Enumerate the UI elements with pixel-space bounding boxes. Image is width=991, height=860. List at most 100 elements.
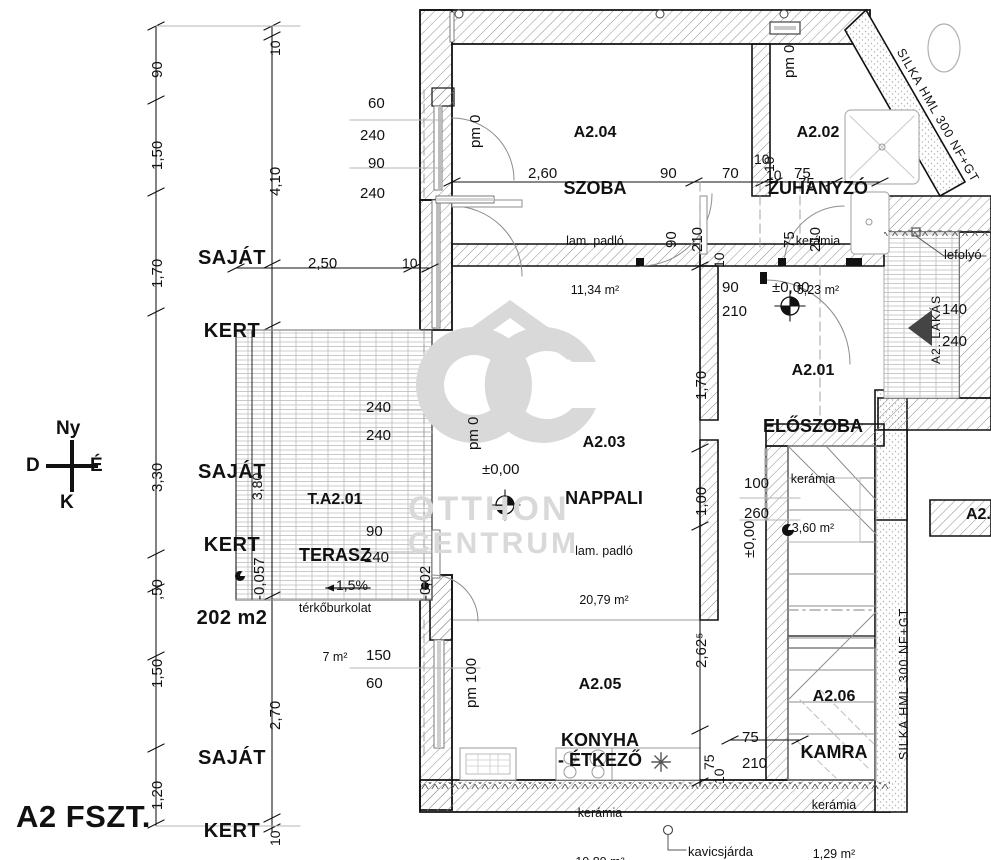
window-tag-pm100-kitchen: pm 100 <box>463 657 480 708</box>
dim-terrace-gap-10: 10 <box>402 255 418 271</box>
garden-line-1: SAJÁT <box>197 246 267 269</box>
room-finish: kerámia <box>790 471 836 486</box>
opening-label-240b: 240 <box>360 185 386 202</box>
room-label-a206: A2.06 KAMRA kerámia 1,29 m² (2,00 m²) <box>792 652 876 860</box>
room-code: A2.06 <box>812 687 856 705</box>
annotation-silka-vertical: SILKA HML 300 NF+GT <box>897 607 911 760</box>
door-tag-h-210c: 210 <box>722 303 748 320</box>
opening-label-260-right: 260 <box>744 505 770 522</box>
room-code: A2.04 <box>573 123 617 141</box>
dim-left-150b: 1,50 <box>149 658 166 688</box>
garden-line-2: KERT <box>203 319 261 342</box>
room-finish: térkőburkolat <box>298 600 372 615</box>
dim-top-90: 90 <box>660 165 677 182</box>
level-mark-living: ±0,00 <box>482 461 520 478</box>
sheet-title: A2 FSZT. <box>16 799 151 834</box>
entry-door-note: A2. LAKÁS <box>929 294 943 364</box>
room-label-a204: A2.04 SZOBA lam. padló 11,34 m² <box>540 88 650 333</box>
dim-inner-10-bottom: 10 <box>267 830 283 846</box>
garden-line-2: KERT <box>203 533 261 556</box>
dim-right-100: 1,00 <box>693 486 710 516</box>
room-name: KAMRA <box>800 741 868 762</box>
room-name: NAPPALI <box>565 487 643 508</box>
opening-label-90a: 90 <box>368 155 385 172</box>
window-tag-pm0-szoba: pm 0 <box>467 114 484 148</box>
dim-top-70: 70 <box>722 165 739 182</box>
room-label-a203: A2.03 NAPPALI lam. padló 20,79 m² <box>548 398 660 643</box>
dim-right-262: 2,62⁵ <box>693 632 710 668</box>
dim-terrace-380: 3,80 <box>249 472 265 500</box>
door-tag-w-75a: 75 <box>781 231 798 248</box>
annotation-kavicsjarda: kavicsjárda <box>688 844 754 859</box>
room-area: 7 m² <box>322 650 348 665</box>
room-area: 20,79 m² <box>579 593 629 608</box>
dim-wall-10-bottom: 10 <box>711 768 727 784</box>
room-code: T.A2.01 <box>307 490 363 508</box>
garden-line-1: SAJÁT <box>197 460 267 483</box>
dim-wall-10-left: 10 <box>711 252 727 268</box>
dim-75-zuhanyzo: 75 <box>798 175 815 192</box>
room-area: 3,60 m² <box>791 521 835 536</box>
dim-inner-270: 2,70 <box>267 700 284 730</box>
room-finish: kerámia <box>811 797 857 812</box>
garden-line-1: SAJÁT <box>197 746 267 769</box>
room-code: A2.05 <box>578 675 622 693</box>
room-finish: lam. padló <box>566 233 624 248</box>
room-label-clipped-right: A2.4 <box>966 506 991 523</box>
door-tag-h-210b: 210 <box>807 226 824 252</box>
opening-label-240d: 240 <box>366 427 392 444</box>
window-tag-pm0-terrace: pm 0 <box>465 416 482 450</box>
door-tag-h-210a: 210 <box>689 226 706 252</box>
garden-line-2: KERT <box>203 819 261 842</box>
room-label-a201: A2.01 ELŐSZOBA kerámia 3,60 m² <box>752 326 874 571</box>
dim-top-75: 75 <box>794 165 811 182</box>
room-name: TERASZ <box>299 544 371 565</box>
dim-left-330: 3,30 <box>149 462 166 492</box>
opening-label-240c: 240 <box>366 399 392 416</box>
garden-label-bottom: SAJÁT KERT <box>172 702 292 860</box>
room-area: 11,34 m² <box>570 283 620 298</box>
room-name: ZUHANYZÓ <box>768 177 868 198</box>
opening-label-240a: 240 <box>360 127 386 144</box>
room-area: 5,23 m² <box>796 283 840 298</box>
dim-terrace-250: 2,50 <box>308 255 338 272</box>
door-tag-entry-140: 140 <box>942 301 968 318</box>
room-area: 1,29 m² <box>812 847 856 860</box>
compass-label-k: K <box>60 492 74 513</box>
compass-label-ny: Ny <box>56 418 81 439</box>
dim-inner-410: 4,10 <box>267 166 284 196</box>
dim-inner-10-top: 10 <box>267 40 283 56</box>
dim-wall-10-zuhanyzo: 10 <box>754 151 770 167</box>
door-tag-h-210d: 210 <box>742 755 768 772</box>
room-label-a202: A2.02 ZUHANYZÓ kerámia 5,23 m² <box>762 88 874 333</box>
garden-area: 202 m2 <box>196 607 268 630</box>
room-code: A2.01 <box>791 361 835 379</box>
door-tag-entry-240: 240 <box>942 333 968 350</box>
dim-left-50: ,50 <box>149 579 166 600</box>
dim-left-120: 1,20 <box>149 780 166 810</box>
room-code: A2.03 <box>582 433 626 451</box>
opening-label-60: 60 <box>368 95 385 112</box>
level-mark-stair: ±0,00 <box>741 520 758 558</box>
window-tag-pm0-top: pm 0 <box>781 44 798 78</box>
room-code: A2.02 <box>796 123 840 141</box>
room-name: ELŐSZOBA <box>762 415 863 436</box>
room-area: 10,80 m² <box>540 855 660 860</box>
compass-label-d: D <box>26 455 40 476</box>
room-label-a205: A2.05 KONYHA - ÉTKEZŐ kerámia 10,80 m² <box>540 640 660 860</box>
room-finish: lam. padló <box>575 543 633 558</box>
room-finish: kerámia <box>577 805 623 820</box>
opening-label-60b: 60 <box>366 675 383 692</box>
room-name: SZOBA <box>563 177 627 198</box>
level-mark-entry: ±0,00 <box>772 279 810 296</box>
level-mark-terrace-b: -0,02 <box>417 565 434 600</box>
room-label-terasz: T.A2.01 TERASZ térkőburkolat 7 m² <box>280 455 390 700</box>
dim-top-260: 2,60 <box>528 165 558 182</box>
compass-label-e: É <box>90 455 103 476</box>
opening-label-240e: 240 <box>364 549 390 566</box>
opening-label-150: 150 <box>366 647 392 664</box>
level-mark-terrace-a: -0,057 <box>251 557 268 600</box>
door-tag-w-75b: 75 <box>742 729 759 746</box>
